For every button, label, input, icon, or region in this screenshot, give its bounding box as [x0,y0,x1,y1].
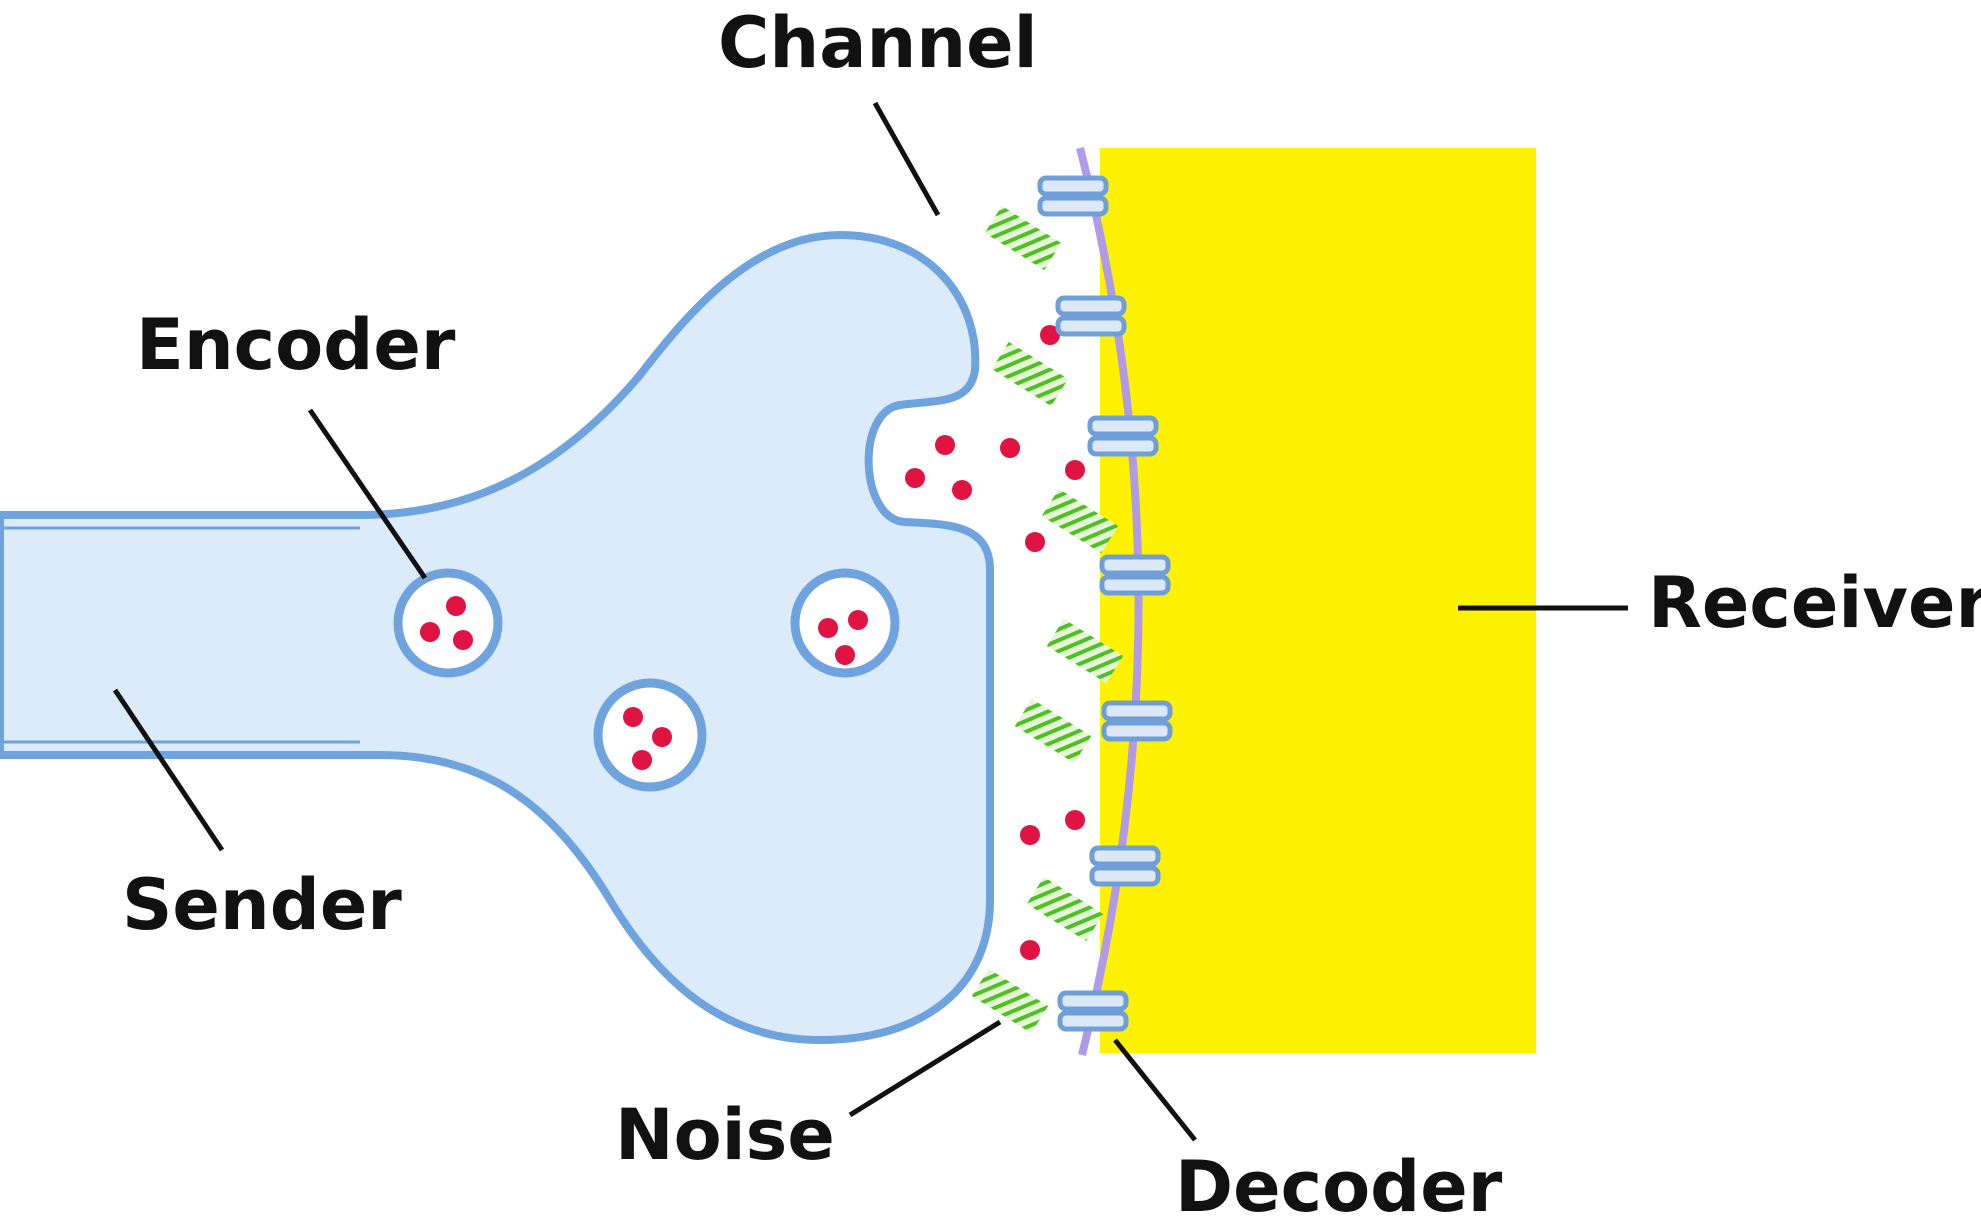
noise-bar [1046,618,1124,684]
noise-bar [984,205,1062,271]
noise-bar [1026,876,1104,942]
leader-lines [112,101,1628,1142]
sender-leader-line [112,688,225,852]
receiver-label: Receiver [1648,562,1981,644]
receptor [1037,175,1109,217]
decoder-label: Decoder [1175,1146,1503,1228]
vesicle [393,568,503,678]
signal-dots [905,325,1085,960]
noise-bar [1041,488,1119,554]
encoder-label: Encoder [136,304,456,386]
receptor [1087,415,1159,457]
noise-bar [1014,698,1092,764]
noise-bar [971,968,1049,1034]
receptor [1055,295,1127,337]
receptor [1089,845,1161,887]
sender-label: Sender [122,864,402,946]
channel-leader-line [872,101,941,217]
receptor [1057,990,1129,1032]
receptor [1101,700,1173,742]
channel-label: Channel [718,2,1038,84]
receiver-block [1100,148,1536,1053]
vesicle [593,678,707,792]
vesicle [790,568,900,678]
vesicles [393,568,900,792]
encoder-leader-line [307,408,428,580]
noise-bar [991,341,1069,407]
receptor [1099,554,1171,596]
decoder-leader-line [1113,1038,1197,1142]
receptors [1037,175,1173,1032]
noise-leader-line [848,1019,1002,1118]
noise-label: Noise [615,1094,835,1176]
noise-bars [971,205,1124,1034]
